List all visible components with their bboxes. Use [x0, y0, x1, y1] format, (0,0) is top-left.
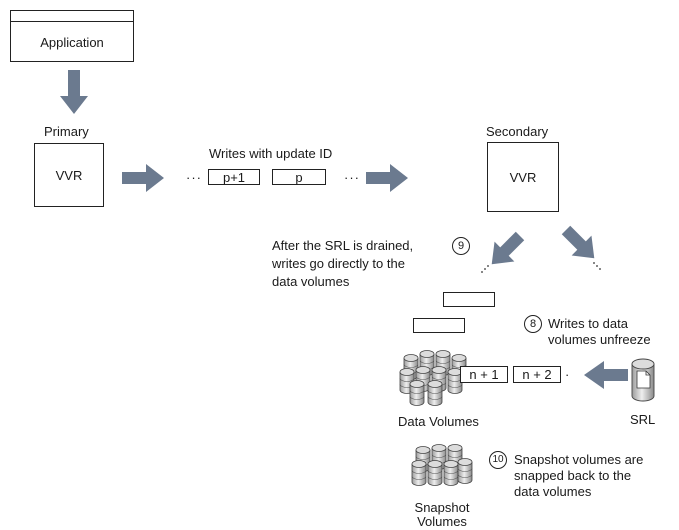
pending-write-box-2 — [413, 318, 465, 333]
application-box: Application — [10, 10, 134, 62]
queue-item-n-plus-1: n + 1 — [460, 366, 508, 383]
step8-line2: volumes unfreeze — [548, 332, 651, 347]
diagonal-arrow-right — [561, 225, 595, 259]
application-label: Application — [40, 34, 104, 50]
pending-write-box-1 — [443, 292, 495, 307]
snapshot-volumes-icon — [411, 444, 473, 486]
srl-left-arrow — [584, 361, 628, 389]
secondary-title: Secondary — [486, 124, 549, 139]
primary-right-arrow — [122, 164, 164, 192]
writes-ellipsis-left: ··· — [186, 170, 202, 185]
queue-ellipsis: · — [565, 367, 570, 382]
data-volumes-icon — [399, 350, 467, 406]
step10-badge: 10 — [489, 451, 507, 469]
primary-vvr-box: VVR — [34, 143, 104, 207]
srl-label: SRL — [630, 412, 656, 427]
srl-icon — [631, 358, 655, 402]
packet-p: p — [272, 169, 326, 185]
step8-badge: 8 — [524, 315, 542, 333]
primary-title: Primary — [44, 124, 89, 139]
dotted-trail-left — [481, 265, 489, 273]
queue-item-n-plus-1-label: n + 1 — [469, 367, 499, 382]
data-volumes-label: Data Volumes — [398, 414, 479, 429]
step9-line3: data volumes — [272, 274, 350, 289]
down-arrow — [60, 70, 88, 114]
writes-ellipsis-right: ··· — [344, 170, 360, 185]
step10-line2: snapped back to the — [514, 468, 632, 483]
step9-line1: After the SRL is drained, — [272, 238, 414, 253]
packet-p-plus-1-label: p+1 — [222, 169, 246, 185]
secondary-vvr-label: VVR — [509, 169, 537, 185]
primary-vvr-label: VVR — [55, 167, 83, 183]
step8-line1: Writes to data — [548, 316, 628, 331]
step10-line1: Snapshot volumes are — [514, 452, 644, 467]
step9-badge: 9 — [452, 237, 470, 255]
application-box-header — [11, 11, 133, 22]
dotted-trail-right — [593, 262, 601, 270]
diagonal-arrow-left — [491, 231, 525, 265]
packet-p-label: p — [295, 169, 303, 185]
snapshot-label-line2: Volumes — [417, 514, 467, 529]
queue-item-n-plus-2: n + 2 — [513, 366, 561, 383]
secondary-vvr-box: VVR — [487, 142, 559, 212]
step10-line3: data volumes — [514, 484, 592, 499]
writes-caption: Writes with update ID — [209, 146, 333, 161]
queue-item-n-plus-2-label: n + 2 — [522, 367, 552, 382]
step9-line2: writes go directly to the — [272, 256, 405, 271]
packet-p-plus-1: p+1 — [208, 169, 260, 185]
snapshot-label-line1: Snapshot — [414, 500, 470, 515]
secondary-right-arrow — [366, 164, 408, 192]
